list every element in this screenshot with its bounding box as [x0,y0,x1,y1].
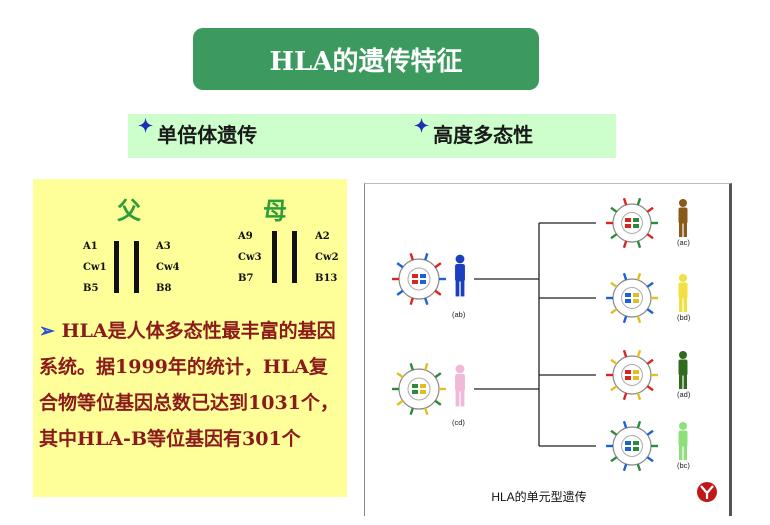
allele: A2 [315,231,330,242]
figure-canvas: (ab) (cd) (ac) (bd) (ad) (bc) HLA的单元型遗传 [392,197,717,504]
star-icon: ✦ [138,116,154,137]
topic-haploid: ✦ 单倍体遗传 [138,118,257,152]
allele: A9 [238,231,253,242]
statistics-paragraph: ➢ HLA是人体多态性最丰富的基因系统。据1999年的统计，HLA复合物等位基因… [39,313,343,457]
child-cell [606,420,658,472]
inheritance-panel: 父 母 A1 Cw1 B5 A3 Cw4 B8 A9 Cw3 B7 A2 Cw2… [33,179,347,497]
genotype-code: (cd) [452,418,465,427]
figure-frame [364,183,732,516]
allele: B5 [83,283,99,294]
child-cell [606,272,658,324]
topic-label: 单倍体遗传 [157,123,258,147]
allele: Cw1 [83,262,107,273]
paragraph-text: HLA是人体多态性最丰富的基因系统。据1999年的统计，HLA复合物等位基因总数… [39,320,339,450]
chromosome [114,241,119,293]
allele: B7 [238,273,254,284]
allele: Cw4 [156,262,180,273]
genotype-code: (bd) [677,313,691,322]
child-cell [606,349,658,401]
child-cell [606,197,658,249]
allele: B8 [156,283,172,294]
allele: Cw2 [315,252,339,263]
immunology-logo [697,482,717,502]
topic-polymorphism: ✦ 高度多态性 [414,118,533,152]
arrow-bullet-icon: ➢ [39,320,55,342]
genotype-code: (ac) [677,238,690,247]
haplotype-inheritance-figure: (ab) (cd) (ac) (bd) (ad) (bc) HLA的单元型遗传 [364,183,732,516]
child-person-icon [678,351,688,389]
allele: A1 [83,241,98,252]
child-person-icon [678,422,688,460]
genotype-code: (ab) [452,310,466,319]
mother-label: 母 [263,196,287,225]
parent-person-icon [455,254,465,297]
figure-caption: HLA的单元型遗传 [491,489,586,504]
topics-bar: ✦ 单倍体遗传 ✦ 高度多态性 [128,114,616,158]
chromosome [292,231,297,283]
parent-person-icon [455,364,465,407]
child-person-icon [678,274,688,312]
father-label: 父 [117,196,141,225]
chromosome [272,231,277,283]
chromosome [134,241,139,293]
parent-cell [392,362,446,416]
genotype-code: (ad) [677,390,691,399]
allele: A3 [156,241,171,252]
parent-cell [392,252,446,306]
page-title: HLA的遗传特征 [193,28,539,90]
allele: Cw3 [238,252,262,263]
allele: B13 [315,273,338,284]
genotype-code: (bc) [677,461,690,470]
star-icon: ✦ [414,116,430,137]
child-person-icon [678,199,688,237]
topic-label: 高度多态性 [433,123,534,147]
